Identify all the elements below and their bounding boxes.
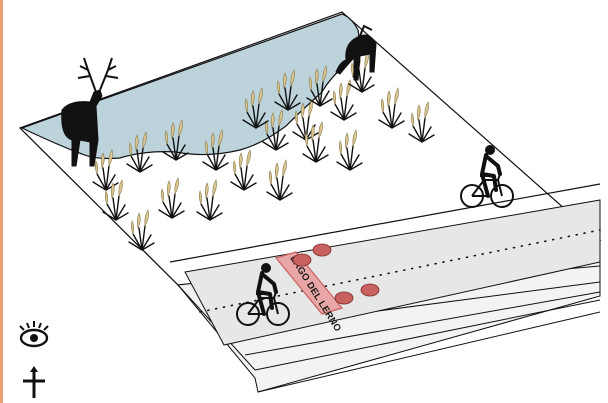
walking-person-icon <box>23 366 45 398</box>
eye-icon <box>20 321 48 346</box>
